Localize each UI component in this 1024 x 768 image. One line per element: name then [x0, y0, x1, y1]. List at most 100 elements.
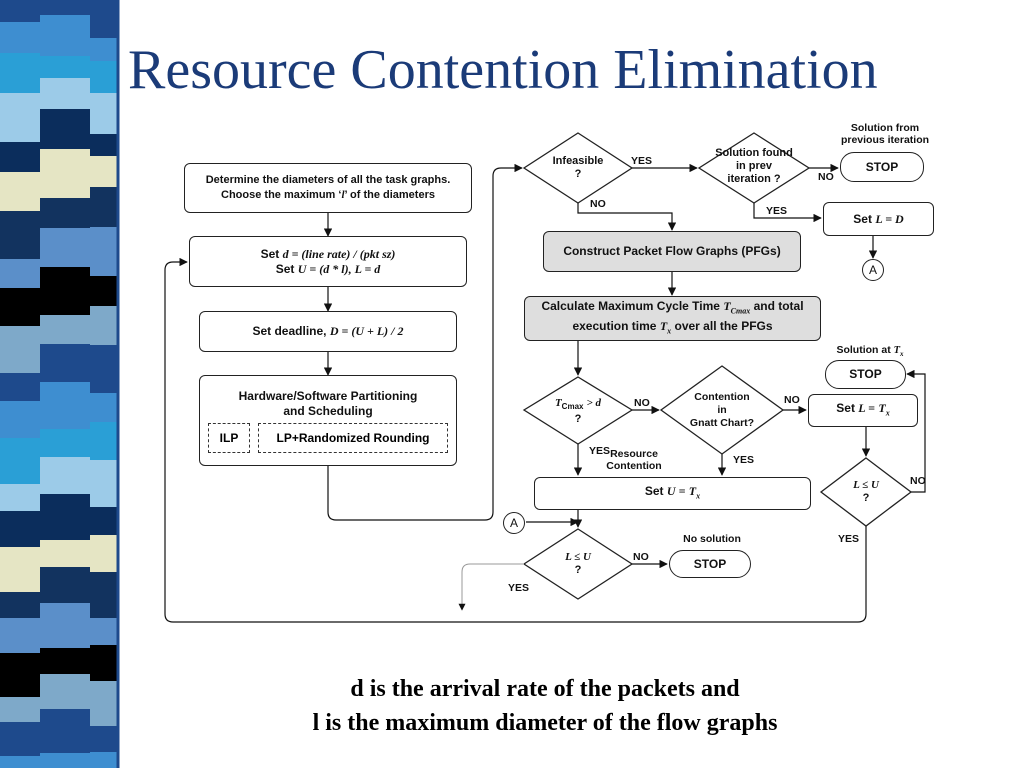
stripe-block	[0, 373, 40, 401]
stripe-block	[90, 345, 118, 393]
stripe-block	[90, 393, 118, 422]
decorative-stripe	[0, 0, 120, 768]
stripe-block	[40, 567, 90, 603]
stop-box-2: STOP	[825, 360, 906, 389]
stripe-block	[40, 315, 90, 344]
stripe-block	[90, 460, 118, 507]
solution-prev-label: Solution from previous iteration	[840, 122, 930, 146]
stripe-block	[40, 540, 90, 567]
stripe-block	[90, 156, 118, 187]
stripe-block	[40, 228, 90, 267]
stripe-block	[40, 109, 90, 149]
stripe-block	[90, 507, 118, 535]
stripe-block	[0, 93, 40, 142]
stripe-block	[40, 198, 90, 228]
stripe-block	[0, 618, 40, 653]
l-le-u-right-text: L ≤ U ?	[853, 479, 879, 504]
stripe-block	[0, 22, 40, 53]
stripe-block	[0, 484, 40, 511]
edge-yes-infeasible: YES	[631, 155, 653, 167]
infeasible-text: Infeasible ?	[552, 155, 604, 180]
stripe-block	[90, 726, 118, 752]
stripe-block	[90, 422, 118, 460]
set-deadline-text: Set deadline, D = (U + L) / 2	[252, 324, 404, 338]
stripe-block	[40, 457, 90, 494]
edge-yes-tcmax: YES	[589, 445, 611, 457]
hw-sw-partitioning-box: Hardware/Software Partitioning and Sched…	[199, 375, 457, 466]
construct-pfg-box: Construct Packet Flow Graphs (PFGs)	[543, 231, 801, 272]
stripe-block	[0, 401, 40, 438]
set-deadline-box: Set deadline, D = (U + L) / 2	[199, 311, 457, 352]
edge-yes-contention: YES	[733, 454, 755, 466]
stripe-block	[40, 753, 90, 768]
edge-yes-l-le-u-right: YES	[838, 533, 860, 545]
stripe-block	[40, 78, 90, 109]
set-d-line2: Set U = (d * l), L = d	[275, 261, 381, 276]
set-d-line1: Set d = (line rate) / (pkt sz)	[260, 246, 396, 261]
stripe-block	[90, 618, 118, 645]
footer-line-1: d is the arrival rate of the packets and	[350, 676, 740, 702]
stripe-block	[90, 187, 118, 227]
stripe-block	[90, 681, 118, 726]
stripe-block	[90, 752, 118, 768]
stripe-block	[40, 674, 90, 709]
stripe-block	[0, 697, 40, 722]
determine-diameters-box: Determine the diameters of all the task …	[184, 163, 472, 213]
ilp-option: ILP	[208, 423, 250, 453]
stripe-block	[0, 756, 40, 768]
edge-no-l-le-u-bottom: NO	[633, 551, 649, 563]
footer-line-2: l is the maximum diameter of the flow gr…	[312, 710, 778, 736]
edge-no-solfound: NO	[818, 171, 834, 183]
stripe-block	[40, 56, 90, 78]
l-le-u-bottom-diamond	[522, 528, 634, 600]
stripe-block	[90, 276, 118, 306]
stripe-block	[0, 0, 40, 22]
stripe-block	[40, 149, 90, 198]
lp-randomized-option: LP+Randomized Rounding	[258, 423, 448, 453]
connector-a-1: A	[862, 259, 884, 281]
stripe-block	[0, 211, 40, 259]
edge-yes-l-le-u-bottom: YES	[508, 582, 530, 594]
stripe-block	[40, 344, 90, 382]
stripe-block	[90, 535, 118, 572]
stripe-block	[40, 709, 90, 753]
contention-text: Contention in Gnatt Chart?	[689, 391, 755, 429]
stripe-block	[40, 15, 90, 56]
stripe-block	[0, 53, 40, 93]
connector-a-2: A	[503, 512, 525, 534]
determine-line2: Choose the maximum ‘l’ of the diameters	[221, 189, 435, 201]
stripe-block	[40, 648, 90, 674]
stripe-block	[40, 603, 90, 648]
resource-contention-label: Resource Contention	[606, 448, 662, 472]
edge-no-tcmax: NO	[634, 397, 650, 409]
stripe-block	[90, 93, 118, 134]
stripe-block	[40, 0, 90, 15]
stop-box-1: STOP	[840, 152, 924, 182]
stripe-block	[0, 326, 40, 373]
stripe-block	[0, 547, 40, 592]
stripe-block	[90, 38, 118, 61]
stripe-block	[40, 267, 90, 315]
stripe-block	[90, 134, 118, 156]
stripe-block	[90, 306, 118, 345]
determine-line1: Determine the diameters of all the task …	[205, 174, 451, 186]
set-u-tx-box: Set U = Tx	[534, 477, 811, 510]
set-l-tx-box: Set L = Tx	[808, 394, 918, 427]
stripe-block	[90, 645, 118, 681]
stripe-block	[90, 0, 118, 38]
hw-sw-line2: and Scheduling	[283, 404, 373, 418]
stripe-block	[0, 142, 40, 172]
tcmax-text: TCmax > d ?	[554, 397, 602, 426]
no-solution-label: No solution	[683, 533, 741, 545]
stripe-block	[0, 288, 40, 326]
set-d-box: Set d = (line rate) / (pkt sz) Set U = (…	[189, 236, 467, 287]
stripe-block	[90, 227, 118, 276]
stripe-block	[90, 61, 118, 93]
solution-found-text: Solution found in prev iteration ?	[715, 147, 793, 185]
stripe-block	[0, 592, 40, 618]
stripe-block	[90, 572, 118, 618]
edge-yes-solfound: YES	[766, 205, 788, 217]
slide-footer: d is the arrival rate of the packets and…	[180, 672, 910, 740]
stripe-block	[40, 429, 90, 457]
